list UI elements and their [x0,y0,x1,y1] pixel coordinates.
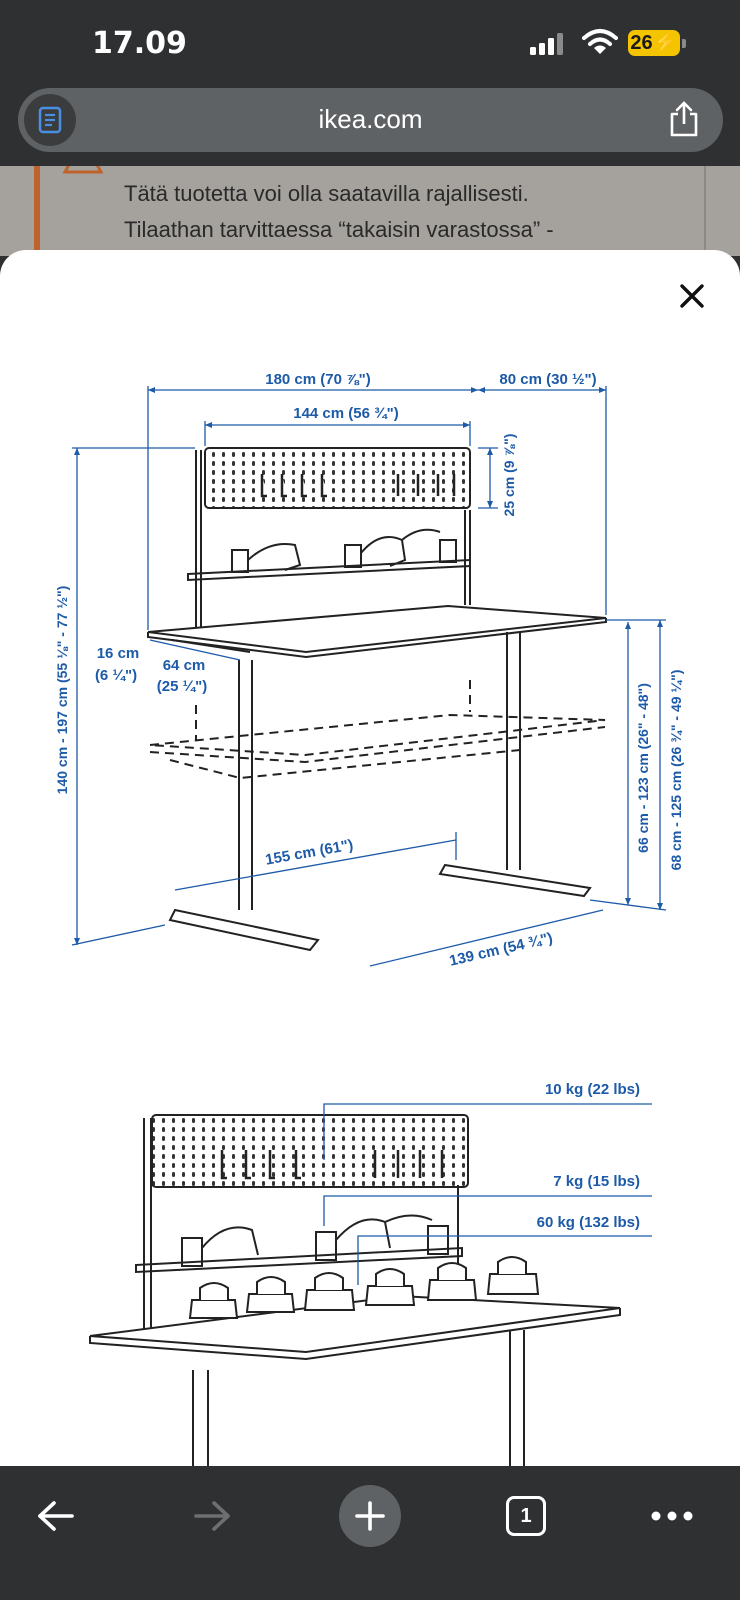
cellular-signal-icon [530,33,563,55]
background-page: Tätä tuotetta voi olla saatavilla rajall… [0,166,740,256]
more-menu-button[interactable] [632,1476,712,1556]
plus-icon [355,1501,385,1531]
dimension-lines [71,386,667,967]
dim-offset-16-in: (6 ¼") [95,667,137,684]
reader-icon [38,106,62,134]
new-tab-button[interactable] [330,1476,410,1556]
dim-depth-total: 80 cm (30 ½") [499,371,596,388]
load-desk-label: 60 kg (132 lbs) [537,1214,640,1231]
address-bar[interactable]: ikea.com [18,88,723,152]
desktop-top-2 [89,1294,621,1354]
dim-overall-height: 140 cm - 197 cm (55 ⅛" - 77 ½") [54,586,70,795]
battery-level: 26 [630,32,653,54]
dim-height-range-2: 68 cm - 125 cm (26 ¾" - 49 ¼") [668,670,684,871]
tab-count-icon: 1 [506,1496,546,1536]
monitor-arms [231,528,457,573]
right-foot [438,863,592,898]
left-foot [168,908,320,952]
warning-icon [63,166,103,174]
wifi-icon [582,29,618,54]
tabs-button[interactable]: 1 [486,1476,566,1556]
forward-button[interactable] [172,1476,252,1556]
more-dots-icon [651,1511,693,1521]
share-icon[interactable] [667,100,701,138]
load-callouts [323,1103,652,1285]
notice-accent-bar [34,166,40,256]
dim-panel-width: 144 cm (56 ¾") [293,405,399,422]
lowered-desktop [149,713,606,757]
close-icon[interactable] [676,280,708,312]
dimension-diagram: 180 cm (70 ⅞") 80 cm (30 ½") 144 cm (56 … [54,371,684,970]
notice-line-1: Tätä tuotetta voi olla saatavilla rajall… [124,181,529,206]
browser-toolbar: 1 [0,1466,740,1600]
availability-notice: Tätä tuotetta voi olla saatavilla rajall… [124,176,554,248]
tab-count: 1 [520,1505,532,1527]
weights [188,1256,540,1319]
dim-leg-span: 155 cm (61") [264,836,354,868]
dim-panel-height: 25 cm (9 ⅞") [501,434,517,517]
arrow-right-icon [194,1501,230,1531]
arrow-left-icon [38,1501,74,1531]
clock: 17.09 [92,26,187,61]
battery-icon: 26⚡ [628,30,686,56]
notice-line-2: Tilaathan tarvittaessa “takaisin varasto… [124,217,554,242]
dim-height-range-1: 66 cm - 123 cm (26" - 48") [635,683,651,853]
monitor-rail [187,558,471,582]
reader-mode-button[interactable] [24,94,76,146]
pegboard-panel [204,447,471,509]
dim-offset-64-in: (25 ¼") [157,678,207,695]
load-arm-label: 7 kg (15 lbs) [553,1173,640,1190]
pegboard-hooks [260,474,456,498]
dim-offset-64: 64 cm [163,657,206,674]
dim-width-total: 180 cm (70 ⅞") [265,371,371,388]
dim-offset-16: 16 cm [97,645,140,662]
dim-foot-span: 139 cm (54 ¾") [448,929,555,969]
status-bar: 17.09 26⚡ [0,0,740,88]
load-panel-label: 10 kg (22 lbs) [545,1081,640,1098]
back-button[interactable] [16,1476,96,1556]
url-text[interactable]: ikea.com [318,104,423,134]
load-capacity-diagram: 10 kg (22 lbs) 7 kg (15 lbs) 60 kg (132 … [89,1081,652,1466]
